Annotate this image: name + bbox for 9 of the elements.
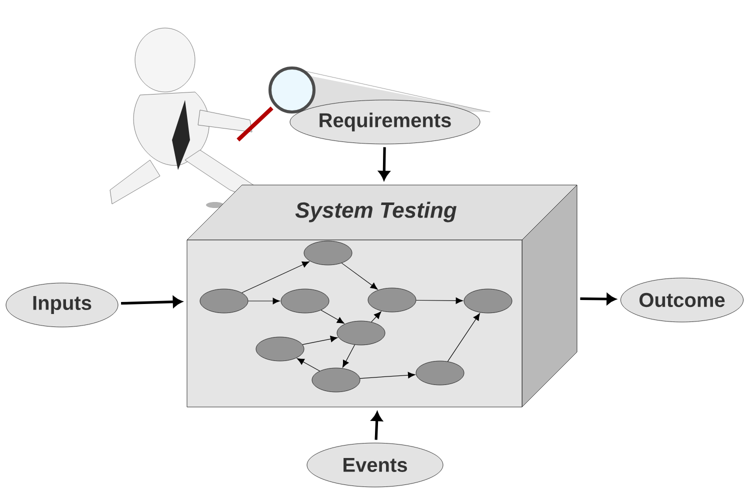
- thick-arrow: [371, 412, 382, 440]
- box-heading: System Testing: [295, 202, 457, 222]
- thick-arrow: [121, 296, 182, 308]
- ellipse-label: Events: [306, 442, 444, 488]
- thick-arrow: [580, 294, 616, 304]
- ellipse-label: Requirements: [290, 100, 480, 144]
- thick-arrow: [378, 147, 390, 180]
- ellipse-label: Outcome: [620, 278, 744, 322]
- ellipse-label: Inputs: [6, 282, 118, 328]
